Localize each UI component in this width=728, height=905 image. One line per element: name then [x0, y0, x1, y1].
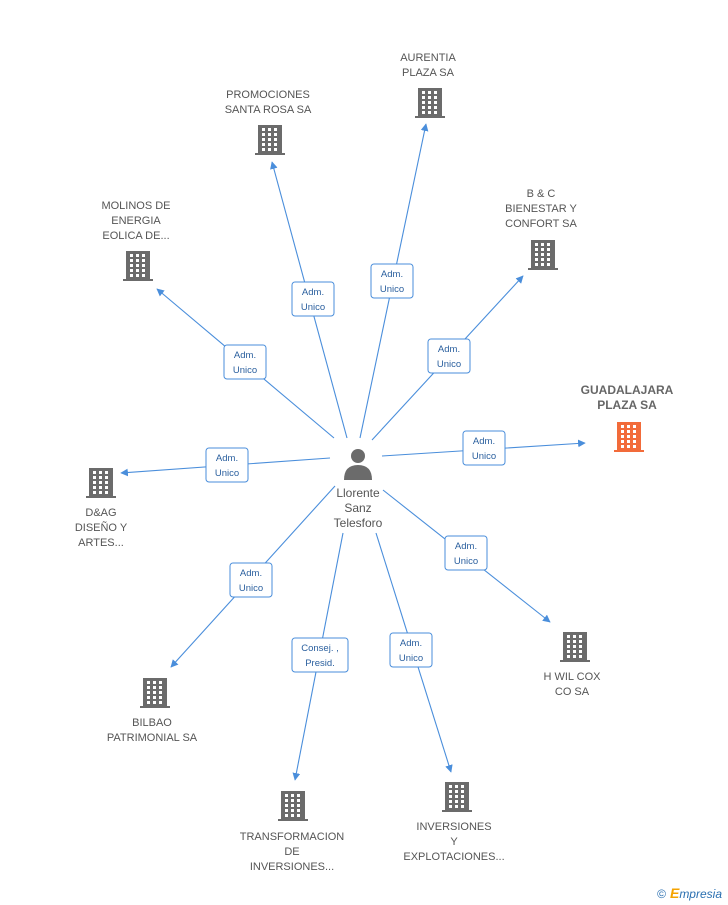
role-label: Adm. [438, 344, 460, 355]
brand-name: mpresia [679, 887, 722, 901]
company-label-line: INVERSIONES... [250, 861, 334, 873]
building-icon[interactable] [415, 88, 445, 118]
company-node-bc[interactable]: B & C BIENESTAR Y CONFORT SA [505, 188, 578, 270]
role-label: Presid. [305, 658, 335, 669]
company-node-dag[interactable]: D&AG DISEÑO Y ARTES... [75, 468, 128, 549]
company-label-line: AURENTIA [400, 52, 456, 64]
role-label: Unico [437, 359, 461, 370]
role-badge-bilbao: Adm. Unico [229, 562, 273, 598]
role-badge-aurentia: Adm. Unico [370, 263, 414, 299]
empresia-watermark: ©Empresia [657, 885, 722, 901]
role-label: Unico [380, 284, 404, 295]
company-label-line: PROMOCIONES [226, 89, 310, 101]
company-node-hwil[interactable]: H WIL COX CO SA [543, 632, 601, 698]
company-label-line: D&AG [85, 507, 116, 519]
company-label-line: H WIL COX [543, 671, 601, 683]
brand-initial: E [669, 885, 680, 901]
role-badge-promociones: Adm. Unico [291, 281, 335, 317]
company-label-line: TRANSFORMACION [240, 831, 345, 843]
role-label: Adm. [216, 453, 238, 464]
role-label: Unico [233, 365, 257, 376]
company-label-line: MOLINOS DE [101, 200, 170, 212]
role-layer: Adm.UnicoAdm.UnicoAdm.UnicoAdm.UnicoAdm.… [205, 263, 506, 673]
company-label-line: CONFORT SA [505, 218, 577, 230]
role-label: Adm. [400, 638, 422, 649]
role-label: Unico [399, 653, 423, 664]
role-label: Unico [215, 468, 239, 479]
role-label: Unico [301, 302, 325, 313]
role-label: Adm. [455, 541, 477, 552]
role-label: Consej. , [301, 643, 339, 654]
building-icon[interactable] [560, 632, 590, 662]
role-label: Unico [239, 583, 263, 594]
company-label-line: PLAZA SA [402, 67, 455, 79]
building-icon[interactable] [614, 422, 644, 452]
person-name-line: Llorente [336, 486, 380, 500]
role-badge-dag: Adm. Unico [205, 447, 249, 483]
role-badge-transformacion: Consej. , Presid. [291, 637, 349, 673]
company-label-line: GUADALAJARA [581, 383, 674, 397]
person-name-line: Sanz [344, 501, 371, 515]
role-label: Adm. [240, 568, 262, 579]
person-name-line: Telesforo [334, 516, 383, 530]
role-badge-molinos: Adm. Unico [223, 344, 267, 380]
role-badge-guadalajara: Adm. Unico [462, 430, 506, 466]
company-label-line: Y [450, 836, 458, 848]
company-label-line: INVERSIONES [416, 821, 491, 833]
role-label: Adm. [381, 269, 403, 280]
building-icon[interactable] [86, 468, 116, 498]
building-icon[interactable] [140, 678, 170, 708]
company-node-inversiones[interactable]: INVERSIONES Y EXPLOTACIONES... [403, 782, 505, 863]
company-label-line: EOLICA DE... [102, 230, 169, 242]
company-label-line: ENERGIA [111, 215, 161, 227]
person-icon [344, 449, 372, 480]
role-label: Adm. [234, 350, 256, 361]
company-node-bilbao[interactable]: BILBAO PATRIMONIAL SA [107, 678, 198, 744]
company-label-line: PATRIMONIAL SA [107, 732, 198, 744]
building-icon[interactable] [278, 791, 308, 821]
company-label-line: BIENESTAR Y [505, 203, 577, 215]
building-icon[interactable] [528, 240, 558, 270]
company-label-line: DE [284, 846, 299, 858]
company-label-line: CO SA [555, 686, 590, 698]
company-label-line: SANTA ROSA SA [225, 104, 312, 116]
company-label-line: DISEÑO Y [75, 521, 128, 534]
company-node-aurentia[interactable]: AURENTIA PLAZA SA [400, 52, 456, 118]
role-label: Adm. [473, 436, 495, 447]
company-node-transformacion[interactable]: TRANSFORMACION DE INVERSIONES... [240, 791, 345, 873]
company-label-line: B & C [527, 188, 556, 200]
company-label-line: EXPLOTACIONES... [403, 851, 504, 863]
building-icon[interactable] [255, 125, 285, 155]
copyright-symbol: © [657, 887, 666, 901]
role-badge-bc: Adm. Unico [427, 338, 471, 374]
role-badge-inversiones: Adm. Unico [389, 632, 433, 668]
node-layer: AURENTIA PLAZA SA PROMOCIONES SANTA ROSA SA… [75, 52, 674, 873]
company-node-promociones[interactable]: PROMOCIONES SANTA ROSA SA [225, 89, 312, 155]
building-icon[interactable] [442, 782, 472, 812]
role-label: Unico [454, 556, 478, 567]
role-label: Adm. [302, 287, 324, 298]
role-label: Unico [472, 451, 496, 462]
building-icon[interactable] [123, 251, 153, 281]
role-badge-hwil: Adm. Unico [444, 535, 488, 571]
company-label-line: BILBAO [132, 717, 172, 729]
company-label-line: ARTES... [78, 537, 124, 549]
company-node-molinos[interactable]: MOLINOS DE ENERGIA EOLICA DE... [101, 200, 171, 281]
company-label-line: PLAZA SA [597, 398, 657, 412]
